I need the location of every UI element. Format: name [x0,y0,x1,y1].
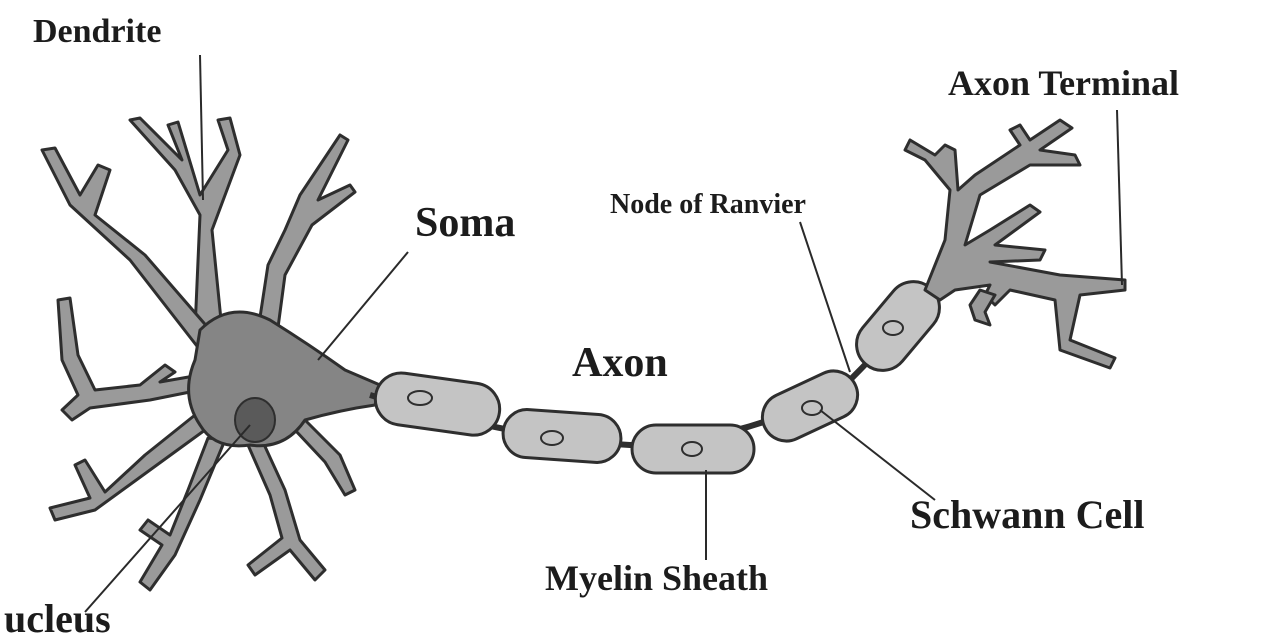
label-schwann-cell: Schwann Cell [910,492,1145,537]
node-of-ranvier-leader [800,222,850,372]
myelin-segment-3 [632,425,754,473]
terminal-trunk [905,120,1125,368]
dendrite-branch-right [295,415,355,495]
label-node-of-ranvier: Node of Ranvier [610,189,806,220]
axon-terminal-leader [1117,110,1122,285]
terminal-branch-lower [970,290,995,325]
label-myelin-sheath: Myelin Sheath [545,558,768,598]
dendrite-branch-top [130,118,240,330]
axon-terminal-branches [905,120,1125,368]
myelin-segment-4 [755,363,866,449]
label-nucleus: ucleus [4,596,111,639]
schwann-cell-leader [820,410,935,500]
soma-leader [318,252,408,360]
dendrite-branch-lower-right [248,440,325,580]
label-soma: Soma [415,200,515,246]
label-axon: Axon [572,340,668,386]
soma-body [189,312,380,446]
label-dendrite: Dendrite [33,13,161,50]
label-axon-terminal: Axon Terminal [948,63,1179,103]
dendrite-leader [200,55,203,200]
dendrite-branch-upper-right [255,135,355,350]
myelin-segment-1 [372,370,503,439]
